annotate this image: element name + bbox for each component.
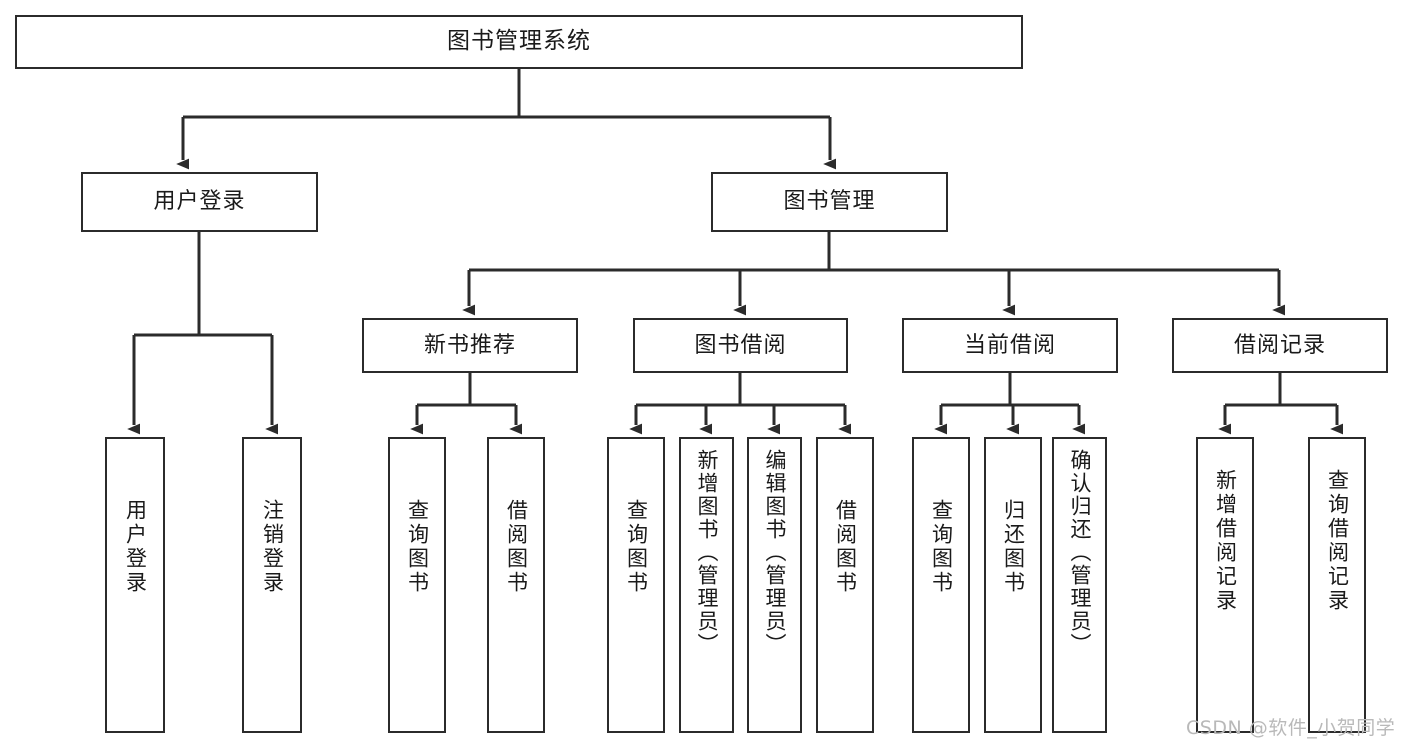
- node-leaf-user-login[interactable]: 用户登录: [105, 437, 165, 733]
- node-leaf-add-book-label: 新增图书（管理员）: [695, 449, 719, 656]
- node-leaf-logout[interactable]: 注销登录: [242, 437, 302, 733]
- node-leaf-borrow-book-1[interactable]: 借阅图书: [487, 437, 545, 733]
- node-leaf-add-record-label: 新增借阅记录: [1213, 469, 1238, 613]
- node-leaf-query-book-2-label: 查询图书: [624, 499, 649, 595]
- node-user-login[interactable]: 用户登录: [81, 172, 318, 232]
- node-leaf-add-record[interactable]: 新增借阅记录: [1196, 437, 1254, 733]
- node-book-manage-label: 图书管理: [783, 189, 876, 215]
- node-leaf-add-book[interactable]: 新增图书（管理员）: [679, 437, 734, 733]
- node-leaf-query-book-1-label: 查询图书: [405, 499, 430, 595]
- node-leaf-logout-label: 注销登录: [260, 499, 285, 595]
- node-new-book-rec[interactable]: 新书推荐: [362, 318, 578, 373]
- node-current-borrow[interactable]: 当前借阅: [902, 318, 1118, 373]
- node-leaf-confirm-return[interactable]: 确认归还（管理员）: [1052, 437, 1107, 733]
- node-borrow-record[interactable]: 借阅记录: [1172, 318, 1388, 373]
- node-leaf-confirm-return-label: 确认归还（管理员）: [1068, 449, 1092, 656]
- node-new-book-rec-label: 新书推荐: [423, 332, 516, 358]
- node-leaf-query-book-3-label: 查询图书: [929, 499, 954, 595]
- node-borrow-record-label: 借阅记录: [1233, 332, 1326, 358]
- node-leaf-query-book-2[interactable]: 查询图书: [607, 437, 665, 733]
- node-leaf-query-record-label: 查询借阅记录: [1325, 469, 1350, 613]
- node-root[interactable]: 图书管理系统: [15, 15, 1023, 69]
- node-root-label: 图书管理系统: [447, 28, 591, 55]
- node-leaf-query-book-3[interactable]: 查询图书: [912, 437, 970, 733]
- node-user-login-label: 用户登录: [153, 189, 246, 215]
- node-leaf-edit-book-label: 编辑图书（管理员）: [763, 449, 787, 656]
- csdn-watermark: CSDN @软件_小贺同学: [1186, 717, 1396, 739]
- node-leaf-borrow-book-1-label: 借阅图书: [504, 499, 529, 595]
- node-leaf-user-login-label: 用户登录: [123, 499, 148, 595]
- node-leaf-query-book-1[interactable]: 查询图书: [388, 437, 446, 733]
- node-leaf-borrow-book-2[interactable]: 借阅图书: [816, 437, 874, 733]
- node-book-borrow[interactable]: 图书借阅: [633, 318, 848, 373]
- node-leaf-return-book-label: 归还图书: [1001, 499, 1026, 595]
- node-current-borrow-label: 当前借阅: [963, 332, 1056, 358]
- node-leaf-edit-book[interactable]: 编辑图书（管理员）: [747, 437, 802, 733]
- node-leaf-return-book[interactable]: 归还图书: [984, 437, 1042, 733]
- node-book-borrow-label: 图书借阅: [694, 332, 787, 358]
- node-leaf-borrow-book-2-label: 借阅图书: [833, 499, 858, 595]
- node-leaf-query-record[interactable]: 查询借阅记录: [1308, 437, 1366, 733]
- node-book-manage[interactable]: 图书管理: [711, 172, 948, 232]
